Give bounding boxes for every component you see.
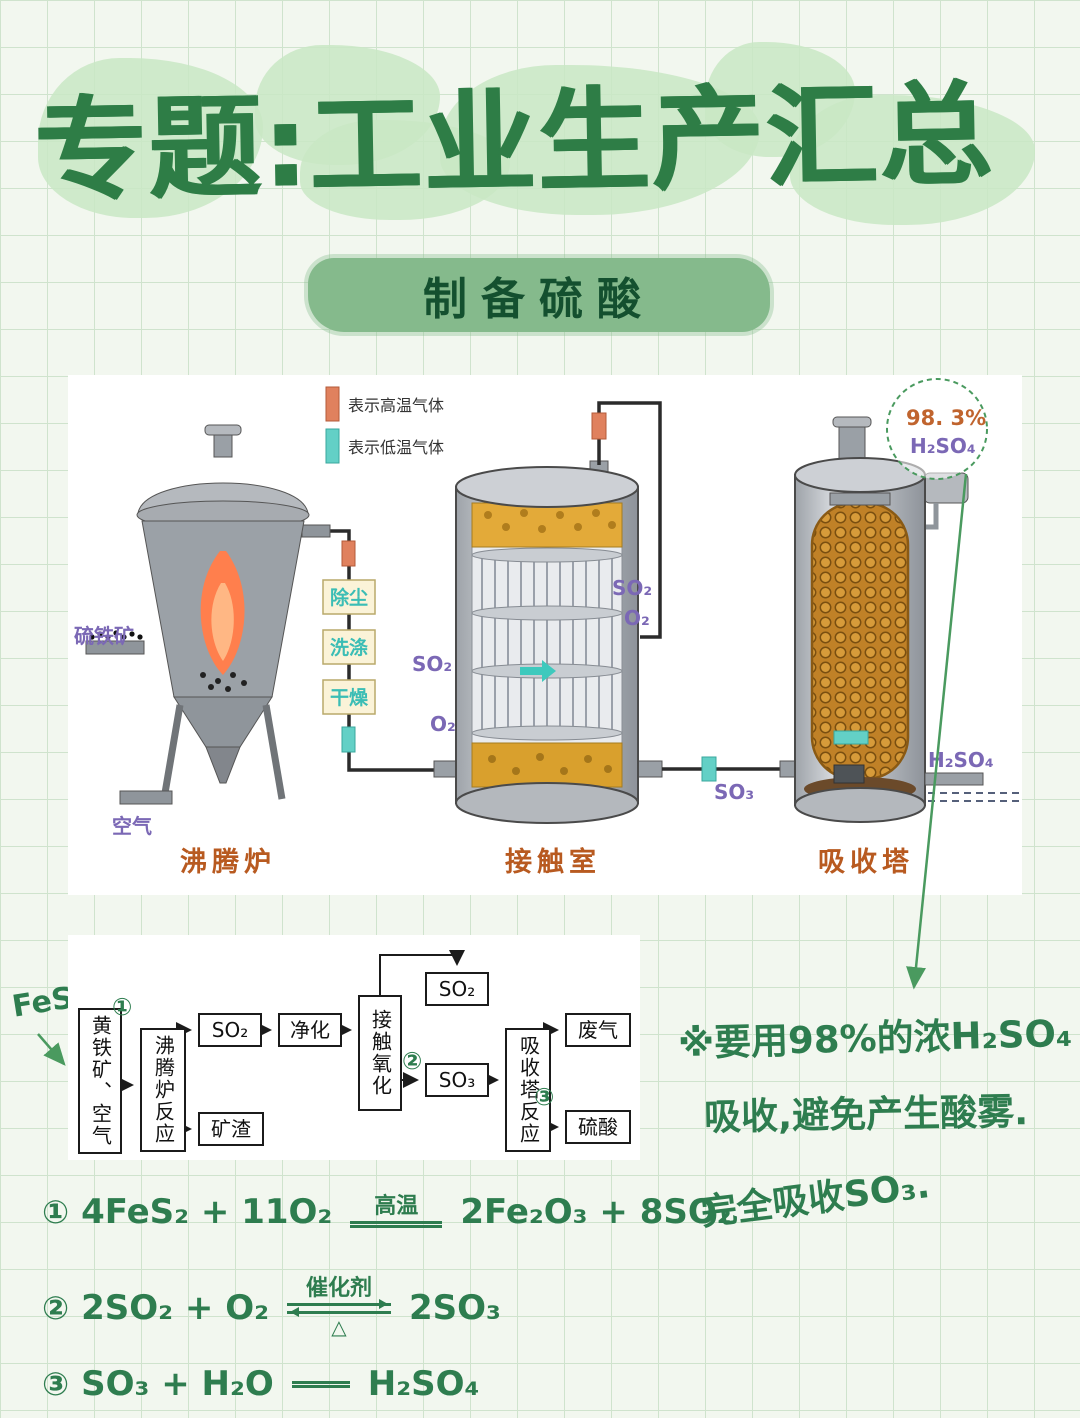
absorption-tower: [794, 416, 1022, 823]
heat-exchanger-tubes: [481, 555, 613, 733]
subtitle-badge-label: 制备硫酸: [423, 274, 655, 325]
air-label: 空气: [112, 814, 152, 838]
drying-label: 干燥: [330, 687, 369, 709]
annotation-arrow: [906, 473, 968, 990]
catalyst-layer-top: [471, 502, 623, 548]
forward-arrow: [287, 1299, 391, 1309]
air-inlet-pipe: [119, 790, 173, 805]
equation-1-reactants: 4FeS₂ + 11O₂: [81, 1192, 333, 1232]
equation-3: ③ SO₃ + H₂O H₂SO₄: [42, 1364, 479, 1404]
equation-1-condition-arrow: 高温: [350, 1194, 443, 1228]
cold-gas-marker: [701, 756, 717, 782]
apparatus-diagram-panel: 表示高温气体 表示低温气体 除尘: [68, 375, 1022, 895]
equation-3-equals: [291, 1380, 350, 1388]
equation-1-number: ①: [42, 1193, 70, 1231]
flow-box-furnace-reaction: 沸腾炉反应: [140, 1028, 186, 1152]
contact-chamber: [433, 460, 663, 824]
tower-caption: 吸收塔: [818, 847, 914, 878]
acid-percent: 98. 3%: [906, 406, 986, 430]
double-line: [291, 1380, 350, 1388]
equation-3-reactants: SO₃ + H₂O: [81, 1364, 274, 1404]
contact-caption: 接触室: [505, 846, 601, 878]
flow-box-so2-recycle: SO₂: [425, 972, 489, 1006]
flow-box-so2: SO₂: [198, 1013, 262, 1047]
apparatus-captions: 沸腾炉 接触室 吸收塔: [180, 846, 914, 878]
so2-top-label: SO₂: [612, 576, 652, 600]
step-2-marker: ②: [402, 1047, 423, 1075]
purification-steps: 除尘 洗涤 干燥: [322, 579, 376, 715]
reversible-arrows: [287, 1299, 391, 1317]
hot-gas-marker: [591, 412, 607, 440]
equation-1-products: 2Fe₂O₃ + 8SO₂: [460, 1192, 732, 1232]
cold-gas-label: 表示低温气体: [348, 438, 444, 457]
note-line-3: 完全吸收SO₃.: [698, 1165, 933, 1234]
equation-3-products: H₂SO₄: [367, 1364, 480, 1404]
flow-box-sulfuric-acid: 硫酸: [565, 1110, 631, 1144]
acid-outlet-pipe: [924, 772, 984, 786]
equation-2-condition-bottom: △: [331, 1315, 347, 1339]
flow-box-purify: 净化: [278, 1013, 342, 1047]
flow-box-slag: 矿渣: [198, 1112, 264, 1146]
step-3-marker: ③: [534, 1083, 555, 1111]
o2-top-label: O₂: [624, 606, 650, 630]
subtitle-badge: 制备硫酸: [308, 258, 770, 332]
gas-flow-arrow: [520, 660, 556, 682]
acid-formula: H₂SO₄: [910, 434, 976, 458]
flow-box-contact-oxidation: 接触氧化: [358, 995, 402, 1111]
equation-2-reactants: 2SO₂ + O₂: [81, 1287, 269, 1328]
ore-label: 硫铁矿: [74, 624, 134, 648]
legend: 表示高温气体 表示低温气体: [325, 386, 444, 464]
equation-3-number: ③: [42, 1365, 70, 1403]
contact-to-tower-pipe: [662, 756, 797, 782]
cold-gas-marker: [833, 730, 869, 745]
flow-box-waste-gas: 废气: [565, 1013, 631, 1047]
equation-2-number: ②: [42, 1288, 70, 1327]
dust-removal-label: 除尘: [330, 586, 368, 609]
note-line-1: ※要用98%的浓H₂SO₄: [677, 1011, 1073, 1066]
hot-gas-marker: [341, 540, 356, 567]
flow-box-so3: SO₃: [425, 1063, 489, 1097]
flow-box-absorption-reaction: 吸收塔反应: [505, 1028, 551, 1152]
o2-pipe-label: O₂: [430, 712, 456, 736]
cold-gas-marker: [341, 726, 356, 753]
double-line: [350, 1221, 443, 1228]
flow-box-feed: 黄铁矿、空气: [78, 1008, 122, 1154]
note-line-2: 吸收,避免产生酸雾.: [703, 1090, 1029, 1139]
contact-chamber-top-pipe: [591, 401, 662, 639]
fes2-arrow: [37, 1033, 66, 1066]
hot-gas-label: 表示高温气体: [348, 396, 444, 415]
acid-flow-lines: [928, 792, 1022, 802]
title-highlight-blob: [790, 95, 1035, 225]
catalyst-layer-bottom: [471, 742, 623, 788]
cold-gas-swatch: [325, 428, 340, 464]
fluidized-bed-furnace: [85, 424, 331, 805]
so3-label: SO₃: [714, 780, 754, 804]
ore-feed-pipe: [85, 640, 145, 655]
equation-2-products: 2SO₃: [409, 1287, 501, 1328]
furnace-caption: 沸腾炉: [180, 847, 276, 878]
apparatus-diagram: 表示高温气体 表示低温气体 除尘: [74, 378, 1022, 878]
equation-2-condition-arrow: 催化剂 △: [287, 1278, 391, 1337]
equation-2: ② 2SO₂ + O₂ 催化剂 △ 2SO₃: [42, 1278, 501, 1338]
so2-pipe-label: SO₂: [412, 652, 452, 676]
equation-1-condition: 高温: [374, 1194, 419, 1219]
acid-concentration-callout: 98. 3% H₂SO₄: [886, 378, 988, 480]
title-highlight-blob: [38, 58, 263, 218]
process-flowchart-panel: 黄铁矿、空气 沸腾炉反应 SO₂ 矿渣 净化 接触氧化 SO₂ SO₃ 吸收塔反…: [68, 935, 640, 1160]
equation-1: ① 4FeS₂ + 11O₂ 高温 2Fe₂O₃ + 8SO₂: [42, 1192, 732, 1232]
flowchart-arrows: [118, 950, 559, 1137]
chemical-labels: 硫铁矿 空气 SO₂ O₂ SO₂ O₂ SO₃ H₂SO₄: [74, 576, 994, 838]
dashed-circle: [886, 378, 988, 480]
equation-2-condition-top: 催化剂: [305, 1276, 372, 1301]
hot-gas-swatch: [325, 386, 340, 422]
reverse-arrow: [287, 1307, 391, 1317]
step-1-marker: ①: [112, 993, 133, 1021]
washing-label: 洗涤: [330, 636, 368, 659]
page-title: 专题:工业生产汇总: [33, 70, 995, 217]
